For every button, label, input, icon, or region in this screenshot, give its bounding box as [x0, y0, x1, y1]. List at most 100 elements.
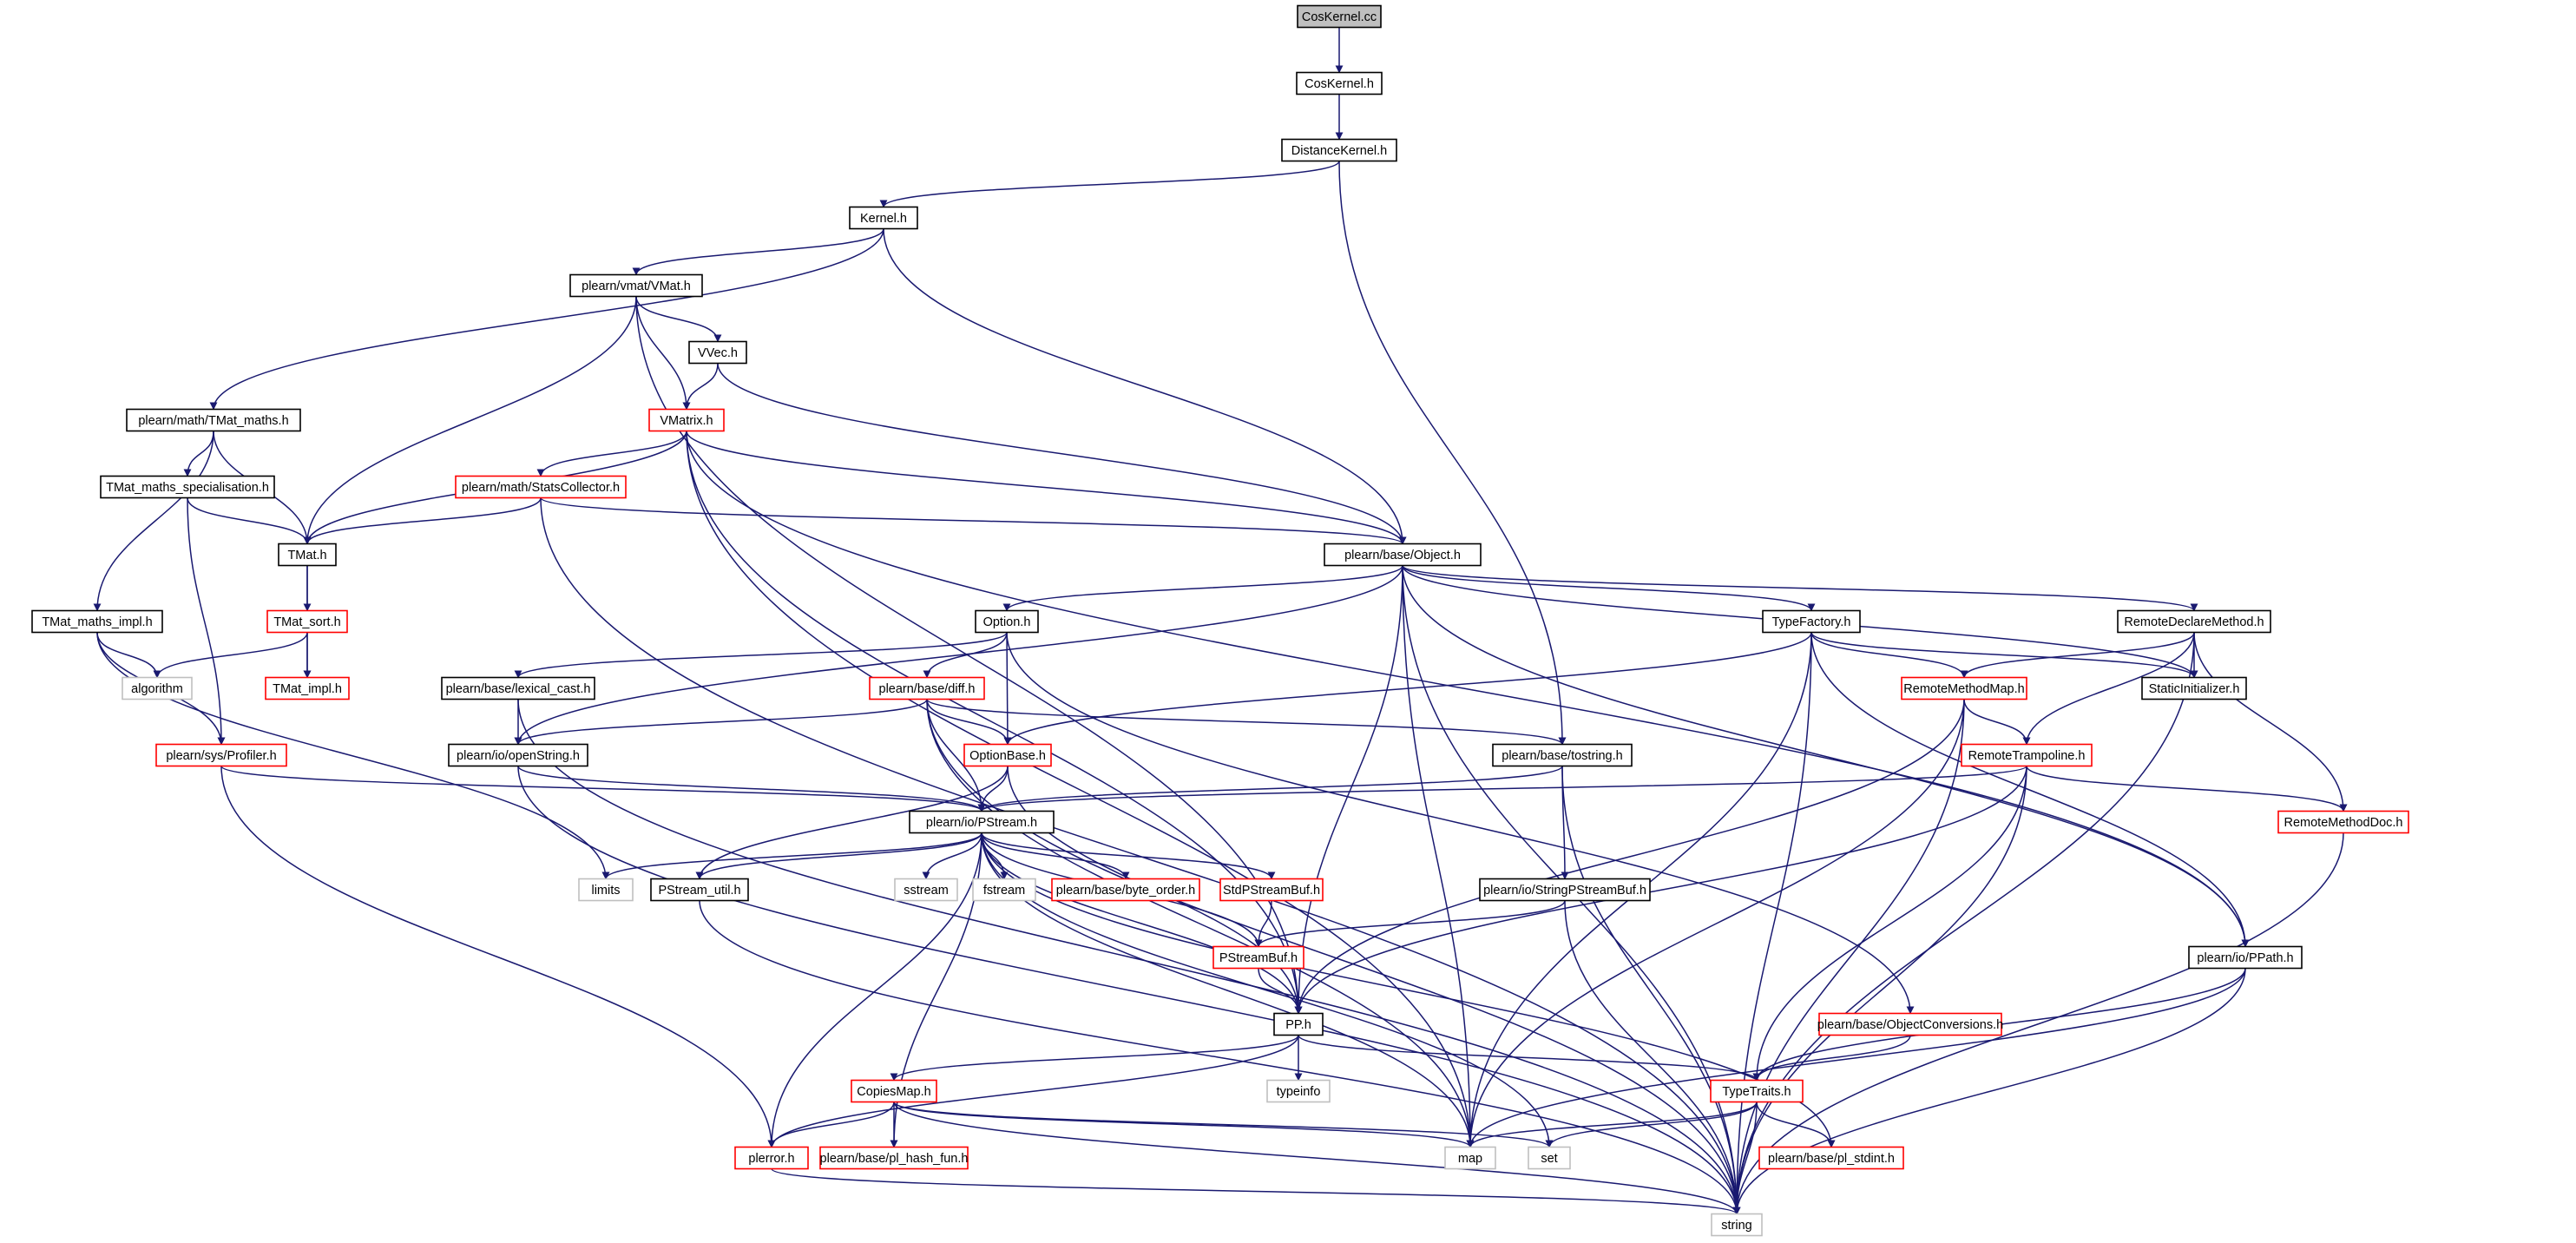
- node-rmmap[interactable]: RemoteMethodMap.h: [1901, 676, 2027, 700]
- node-box: [1528, 1146, 1571, 1170]
- edge-vmatrix-to-object: [686, 431, 1407, 545]
- node-profiler[interactable]: plearn/sys/Profiler.h: [155, 743, 287, 767]
- edge-ttraits-to-set: [1545, 1102, 1758, 1148]
- node-label: plearn/base/tostring.h: [1502, 749, 1622, 763]
- edge-rtramp-to-pp: [1294, 766, 2027, 1015]
- node-tmath[interactable]: plearn/math/TMat_maths.h: [126, 408, 301, 432]
- edge-tmimpl-to-limits: [96, 632, 610, 880]
- node-box: [869, 676, 985, 700]
- edge-vmat-to-vvec: [635, 296, 722, 343]
- node-rdecl[interactable]: RemoteDeclareMethod.h: [2117, 609, 2271, 634]
- node-box: [2188, 945, 2303, 970]
- node-object[interactable]: plearn/base/Object.h: [1324, 543, 1482, 567]
- edge-vmatrix-to-ppath: [686, 431, 2250, 948]
- node-label: RemoteMethodDoc.h: [2284, 816, 2402, 830]
- node-openstr[interactable]: plearn/io/openString.h: [448, 743, 588, 767]
- node-label: plearn/base/lexical_cast.h: [446, 682, 591, 696]
- node-psbuf[interactable]: PStreamBuf.h: [1212, 945, 1304, 970]
- edge-pp-to-copies: [890, 1035, 1299, 1082]
- node-label: VMatrix.h: [660, 414, 713, 428]
- node-ppath[interactable]: plearn/io/PPath.h: [2188, 945, 2303, 970]
- node-box: [648, 408, 725, 432]
- node-box: [569, 273, 703, 298]
- edge-pp-to-plerror: [767, 1035, 1299, 1148]
- edge-tmath-to-tmimpl: [93, 431, 214, 612]
- node-option[interactable]: Option.h: [975, 609, 1039, 634]
- node-tostring[interactable]: plearn/base/tostring.h: [1492, 743, 1633, 767]
- edge-stats-to-object: [540, 497, 1407, 545]
- node-tmspec[interactable]: TMat_maths_specialisation.h: [100, 475, 275, 499]
- node-rtramp[interactable]: RemoteTrampoline.h: [1961, 743, 2093, 767]
- node-box: [100, 475, 275, 499]
- node-box: [1492, 743, 1633, 767]
- edge-tmimpl-to-algo: [96, 632, 161, 679]
- node-box: [126, 408, 301, 432]
- node-pp[interactable]: PP.h: [1273, 1012, 1324, 1036]
- node-box: [688, 340, 747, 365]
- node-diff[interactable]: plearn/base/diff.h: [869, 676, 985, 700]
- node-vmatrix[interactable]: VMatrix.h: [648, 408, 725, 432]
- node-hashfun[interactable]: plearn/base/pl_hash_fun.h: [819, 1146, 969, 1170]
- node-label: plearn/vmat/VMat.h: [582, 280, 691, 293]
- node-cosk_cc[interactable]: CosKernel.cc: [1297, 4, 1382, 29]
- node-kernel[interactable]: Kernel.h: [849, 206, 918, 230]
- node-tmatimpl[interactable]: TMat_impl.h: [265, 676, 350, 700]
- edge-pstream-to-sstream: [922, 832, 982, 880]
- node-label: plearn/base/pl_stdint.h: [1768, 1152, 1895, 1166]
- edge-typefac-to-rmmap: [1810, 632, 1968, 679]
- node-typefac[interactable]: TypeFactory.h: [1762, 609, 1861, 634]
- node-label: PStream_util.h: [658, 884, 740, 898]
- node-vvec[interactable]: VVec.h: [688, 340, 747, 365]
- edge-option-to-objconv: [1006, 632, 1915, 1015]
- node-ttraits[interactable]: TypeTraits.h: [1710, 1079, 1804, 1103]
- node-cosk_h[interactable]: CosKernel.h: [1296, 71, 1383, 95]
- node-box: [650, 878, 749, 902]
- node-statinit[interactable]: StaticInitializer.h: [2141, 676, 2247, 700]
- node-stats[interactable]: plearn/math/StatsCollector.h: [455, 475, 627, 499]
- edge-rmdoc-to-string: [1732, 832, 2344, 1215]
- node-box: [122, 676, 193, 700]
- edge-rmmap-to-rtramp: [1963, 699, 2031, 746]
- node-typeinfo: typeinfo: [1266, 1079, 1331, 1103]
- edge-ppath-to-string: [1732, 968, 2246, 1215]
- node-pstream[interactable]: plearn/io/PStream.h: [909, 810, 1055, 834]
- edge-rdecl-to-string: [1732, 632, 2195, 1215]
- node-plerror[interactable]: plerror.h: [734, 1146, 809, 1170]
- node-label: TMat.h: [287, 549, 326, 562]
- node-tsort[interactable]: TMat_sort.h: [266, 609, 348, 634]
- node-label: typeinfo: [1277, 1085, 1321, 1099]
- edge-object-to-openstr: [514, 565, 1403, 746]
- edge-object-to-typefac: [1402, 565, 1816, 612]
- node-label: TMat_maths_specialisation.h: [106, 481, 269, 495]
- edge-copies-to-plerror: [767, 1102, 895, 1148]
- edge-tostring-to-pstream: [977, 765, 1563, 812]
- node-rmdoc[interactable]: RemoteMethodDoc.h: [2277, 810, 2409, 834]
- edge-profiler-to-plerror: [220, 766, 776, 1148]
- node-optbase[interactable]: OptionBase.h: [963, 743, 1052, 767]
- node-stdint[interactable]: plearn/base/pl_stdint.h: [1758, 1146, 1904, 1170]
- edge-object-to-pp: [1294, 565, 1403, 1015]
- node-dist[interactable]: DistanceKernel.h: [1281, 138, 1397, 162]
- node-strpsb[interactable]: plearn/io/StringPStreamBuf.h: [1479, 878, 1651, 902]
- node-box: [1901, 676, 2027, 700]
- node-label: plearn/base/byte_order.h: [1056, 884, 1195, 898]
- node-box: [1710, 1079, 1804, 1103]
- node-objconv[interactable]: plearn/base/ObjectConversions.h: [1817, 1012, 2003, 1036]
- edge-rdecl-to-rtramp: [2022, 632, 2195, 746]
- node-tmat[interactable]: TMat.h: [278, 543, 337, 567]
- node-box: [278, 543, 337, 567]
- node-label: RemoteDeclareMethod.h: [2124, 615, 2264, 629]
- node-psutil[interactable]: PStream_util.h: [650, 878, 749, 902]
- edge-vmatrix-to-pp: [686, 431, 1303, 1015]
- node-tmimpl[interactable]: TMat_maths_impl.h: [31, 609, 163, 634]
- node-byteord[interactable]: plearn/base/byte_order.h: [1051, 878, 1200, 902]
- edge-option-to-optbase: [1003, 632, 1012, 746]
- node-label: plearn/base/pl_hash_fun.h: [820, 1152, 969, 1166]
- node-copies[interactable]: CopiesMap.h: [851, 1079, 937, 1103]
- node-lexcast[interactable]: plearn/base/lexical_cast.h: [441, 676, 595, 700]
- edge-pp-to-ttraits: [1298, 1035, 1761, 1082]
- node-stdpsb[interactable]: StdPStreamBuf.h: [1219, 878, 1324, 902]
- node-vmat[interactable]: plearn/vmat/VMat.h: [569, 273, 703, 298]
- node-box: [1297, 4, 1382, 29]
- node-box: [2141, 676, 2247, 700]
